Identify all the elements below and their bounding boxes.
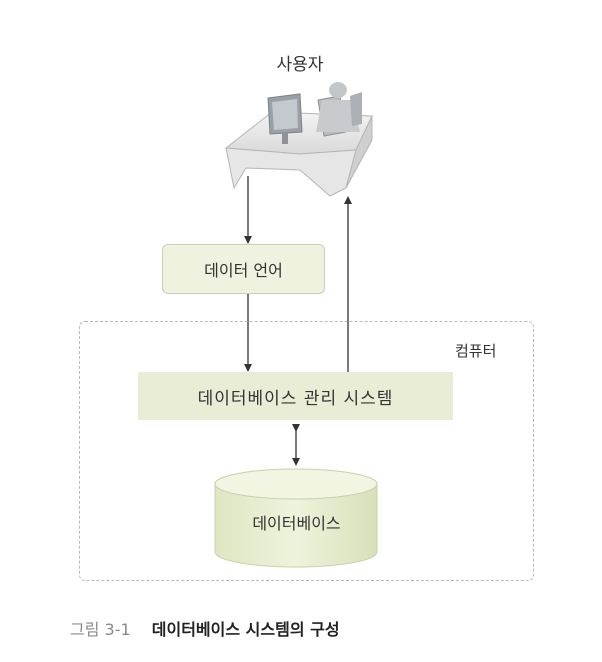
computer-label: 컴퓨터 xyxy=(455,342,497,360)
figure-title: 데이터베이스 시스템의 구성 xyxy=(151,620,340,639)
figure-number: 그림 3-1 xyxy=(70,620,131,639)
user-label: 사용자 xyxy=(276,55,324,75)
data-language-box: 데이터 언어 xyxy=(162,244,325,294)
dbms-box: 데이터베이스 관리 시스템 xyxy=(138,372,453,420)
computer-boundary xyxy=(79,321,534,581)
database-label: 데이터베이스 xyxy=(252,514,341,533)
database-cylinder xyxy=(214,468,378,568)
figure-caption: 그림 3-1 데이터베이스 시스템의 구성 xyxy=(70,616,340,640)
workstation-icon xyxy=(224,82,373,197)
